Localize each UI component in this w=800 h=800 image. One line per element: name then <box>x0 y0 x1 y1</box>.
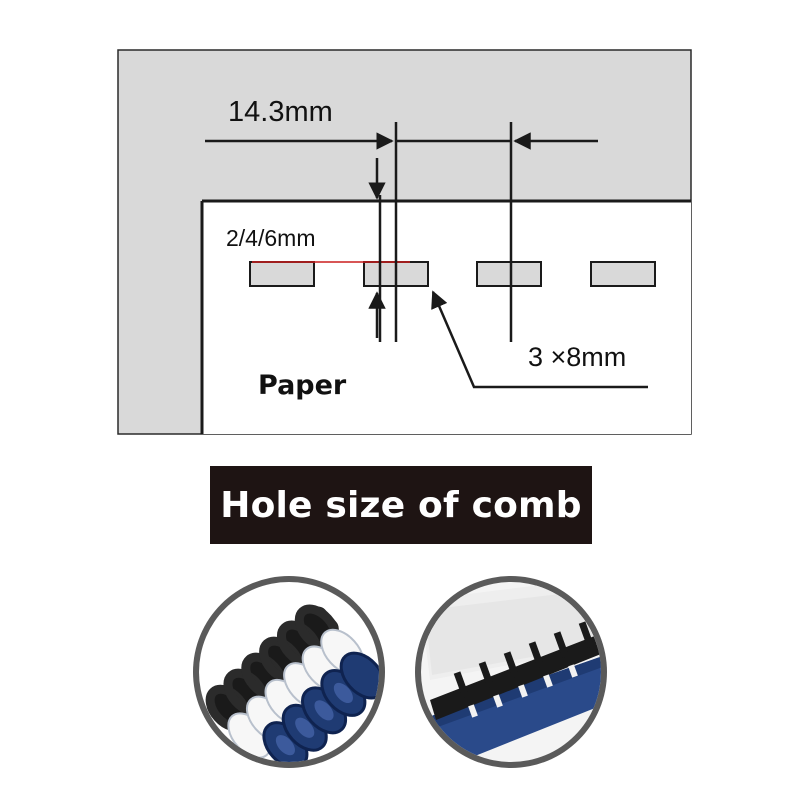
title-banner: Hole size of comb <box>210 466 592 544</box>
punch-hole <box>249 261 315 287</box>
cover-holes <box>468 664 578 718</box>
bound-comb-photo <box>415 576 607 768</box>
punch-hole <box>590 261 656 287</box>
paper-sheet <box>202 201 691 434</box>
punch-hole <box>476 261 542 287</box>
comb-spines-photo <box>193 576 385 768</box>
blue-cover <box>421 650 601 762</box>
black-spine <box>430 630 601 720</box>
product-photos <box>193 576 607 768</box>
hole-size-label: 3 ×8mm <box>528 342 626 372</box>
hole-width-label: 2/4/6mm <box>226 225 315 251</box>
pitch-label: 14.3mm <box>228 96 333 128</box>
hole-size-diagram: 14.3mm 2/4/6mm 3 ×8mm Paper <box>117 49 692 435</box>
comb-teeth <box>453 621 595 699</box>
hole-size-leader <box>431 290 648 389</box>
paper-label: Paper <box>258 370 347 401</box>
blue-comb <box>262 651 379 762</box>
